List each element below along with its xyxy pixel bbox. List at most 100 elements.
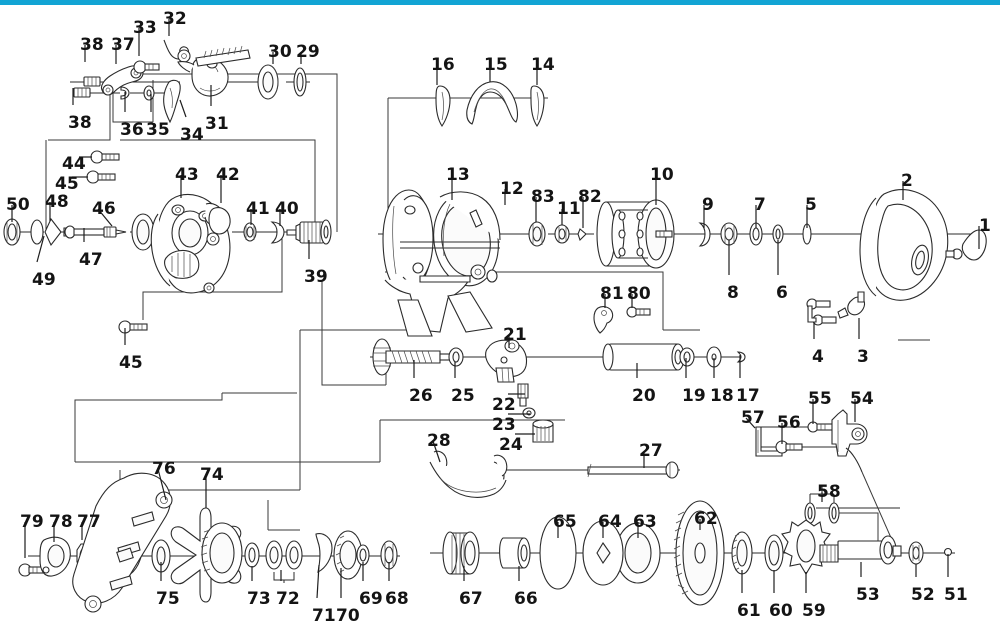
part-22-pin [517, 383, 529, 407]
part-group-handle-lock [755, 409, 893, 548]
part-54-lever [831, 409, 868, 473]
part-number-43: 43 [175, 165, 199, 185]
part-60-washer [764, 534, 784, 572]
part-45-screw-upper [86, 170, 116, 184]
part-58-washers [804, 486, 840, 524]
part-number-52: 52 [911, 585, 935, 605]
part-number-22: 22 [492, 395, 516, 415]
leader-line-46 [97, 208, 113, 227]
part-number-46: 46 [92, 199, 116, 219]
part-number-2: 2 [901, 171, 913, 191]
part-45-screw-lower [118, 320, 148, 334]
part-number-38b: 38 [68, 113, 92, 133]
part-21-levelwind [485, 339, 528, 383]
leader-line-34 [179, 99, 187, 118]
part-4-screw [806, 298, 837, 326]
part-group-bottom-right [442, 500, 953, 606]
part-number-12: 12 [500, 179, 524, 199]
part-number-57: 57 [741, 408, 765, 428]
part-number-44: 44 [62, 154, 86, 174]
part-3-lever [837, 291, 866, 319]
part-number-26: 26 [409, 386, 433, 406]
part-56-screw [775, 440, 803, 454]
part-63-washer [615, 522, 661, 584]
part-group-center-frame [382, 81, 987, 337]
part-25-bushing [448, 347, 464, 367]
part-number-42: 42 [216, 165, 240, 185]
part-27-long-screw [587, 461, 679, 479]
part-81-lever [593, 306, 614, 334]
part-group-left-cover [3, 150, 332, 334]
part-82-pin [577, 228, 587, 242]
part-2-side-cover [859, 189, 949, 301]
part-number-69: 69 [359, 589, 383, 609]
part-41-bearing [243, 222, 257, 242]
part-number-56: 56 [777, 413, 801, 433]
part-number-19: 19 [682, 386, 706, 406]
part-70-drag-knob [333, 530, 363, 580]
part-number-21: 21 [503, 325, 527, 345]
part-44-screw [90, 150, 120, 164]
part-number-8: 8 [727, 283, 739, 303]
part-number-65: 65 [553, 512, 577, 532]
part-66-sleeve [499, 537, 531, 569]
part-number-49: 49 [32, 270, 56, 290]
part-number-82: 82 [578, 187, 602, 207]
part-61-pinion [731, 531, 753, 575]
part-number-4: 4 [812, 347, 824, 367]
part-number-27: 27 [639, 441, 663, 461]
part-59-star-drag [781, 519, 831, 576]
part-number-32: 32 [163, 9, 187, 29]
part-number-23: 23 [492, 415, 516, 435]
part-number-35: 35 [146, 120, 170, 140]
part-14-bar [530, 85, 545, 127]
part-number-75: 75 [156, 589, 180, 609]
part-38-screw-upper [83, 76, 101, 87]
part-72-washers [265, 540, 303, 583]
part-48-diamond-spring [44, 217, 62, 247]
part-number-45b: 45 [119, 353, 143, 373]
part-49-washer [30, 219, 44, 245]
part-number-54: 54 [850, 389, 874, 409]
part-number-71: 71 [312, 606, 336, 626]
part-number-36: 36 [120, 120, 144, 140]
part-number-6: 6 [776, 283, 788, 303]
part-group-worm-shaft [372, 338, 746, 498]
leader-lines [11, 19, 980, 599]
part-55-screw [807, 421, 834, 433]
part-32-spring-arm [163, 39, 191, 63]
part-78-plate [39, 536, 71, 577]
part-number-3: 3 [857, 347, 869, 367]
part-number-13: 13 [446, 165, 470, 185]
part-31-clutch-cam [177, 57, 229, 97]
part-number-60: 60 [769, 601, 793, 621]
part-67-gear [442, 531, 480, 575]
part-number-38: 38 [80, 35, 104, 55]
part-number-48: 48 [45, 192, 69, 212]
part-74-star-knob [170, 507, 243, 603]
part-number-24: 24 [499, 435, 523, 455]
part-79-screw [18, 563, 44, 577]
part-38-screw-lower [73, 87, 91, 98]
part-number-78: 78 [49, 512, 73, 532]
part-number-25: 25 [451, 386, 475, 406]
part-number-70: 70 [336, 606, 360, 626]
part-number-81: 81 [600, 284, 624, 304]
part-29-washer [293, 67, 307, 97]
part-53-shaft [819, 535, 902, 565]
leader-line-71 [316, 564, 320, 599]
part-group-handle [18, 472, 398, 613]
part-number-41: 41 [246, 199, 270, 219]
part-80-screw [626, 306, 651, 318]
part-number-80: 80 [627, 284, 651, 304]
part-40-clip [270, 221, 285, 244]
part-number-79: 79 [20, 512, 44, 532]
part-47-shaft [63, 225, 127, 239]
part-15-bar-large [466, 81, 519, 125]
part-69-washer [356, 544, 370, 566]
part-number-74: 74 [200, 465, 224, 485]
part-11-bearing [554, 224, 570, 244]
part-number-64: 64 [598, 512, 622, 532]
part-number-83: 83 [531, 187, 555, 207]
part-number-59: 59 [802, 601, 826, 621]
